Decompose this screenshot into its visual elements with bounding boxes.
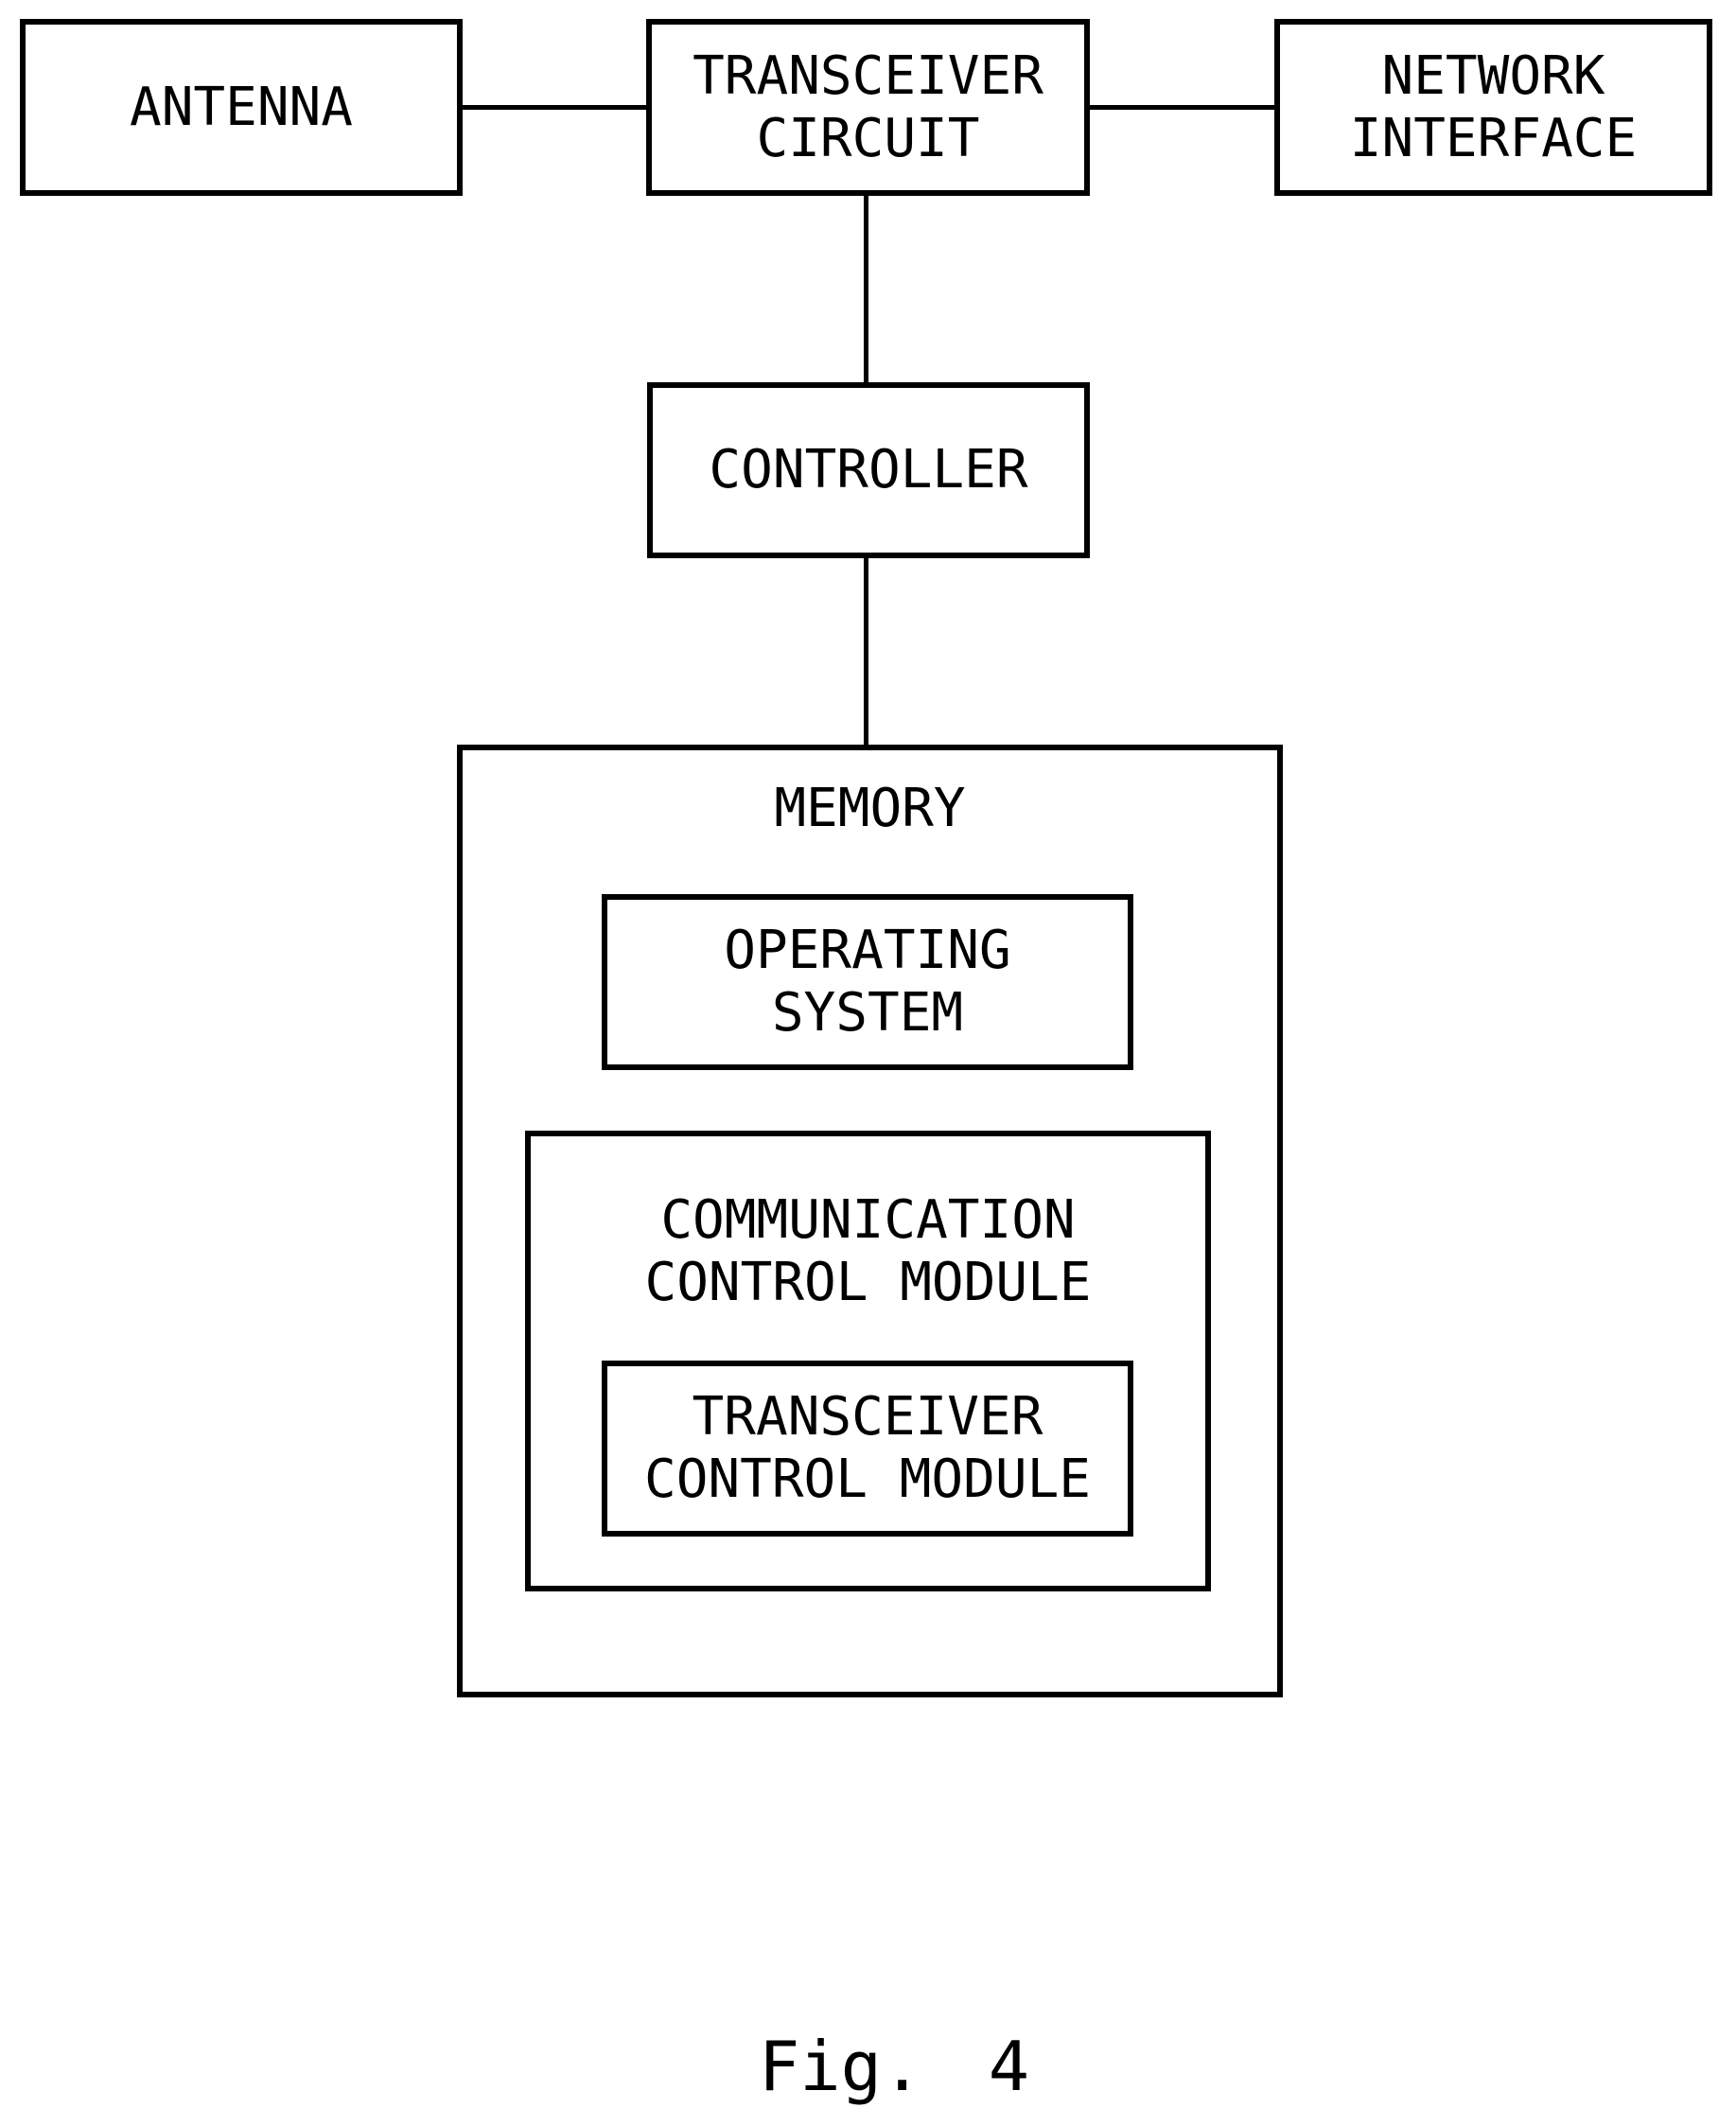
connector-transceiver-controller bbox=[864, 196, 868, 382]
connector-antenna-transceiver bbox=[463, 105, 646, 110]
node-memory-label: MEMORY bbox=[774, 778, 966, 839]
node-network-interface-label: NETWORK INTERFACE bbox=[1349, 44, 1638, 169]
node-communication-control-module: COMMUNICATION CONTROL MODULE TRANSCEIVER… bbox=[525, 1131, 1211, 1591]
node-transceiver-control-module: TRANSCEIVER CONTROL MODULE bbox=[602, 1361, 1133, 1537]
node-controller-label: CONTROLLER bbox=[709, 439, 1028, 501]
node-antenna-label: ANTENNA bbox=[129, 76, 353, 138]
node-controller: CONTROLLER bbox=[647, 382, 1090, 558]
node-transceiver-control-module-label: TRANSCEIVER CONTROL MODULE bbox=[643, 1386, 1091, 1510]
node-transceiver-circuit-label: TRANSCEIVER CIRCUIT bbox=[693, 44, 1043, 169]
node-communication-control-module-label: COMMUNICATION CONTROL MODULE bbox=[644, 1189, 1092, 1313]
connector-transceiver-network bbox=[1090, 105, 1274, 110]
node-network-interface: NETWORK INTERFACE bbox=[1274, 19, 1712, 196]
node-memory: MEMORY OPERATING SYSTEM COMMUNICATION CO… bbox=[457, 745, 1283, 1697]
node-antenna: ANTENNA bbox=[20, 19, 463, 196]
node-operating-system: OPERATING SYSTEM bbox=[602, 894, 1133, 1070]
node-transceiver-circuit: TRANSCEIVER CIRCUIT bbox=[646, 19, 1090, 196]
figure-caption: Fig. 4 bbox=[758, 2027, 1030, 2106]
node-operating-system-label: OPERATING SYSTEM bbox=[724, 920, 1011, 1044]
connector-controller-memory bbox=[864, 558, 868, 745]
